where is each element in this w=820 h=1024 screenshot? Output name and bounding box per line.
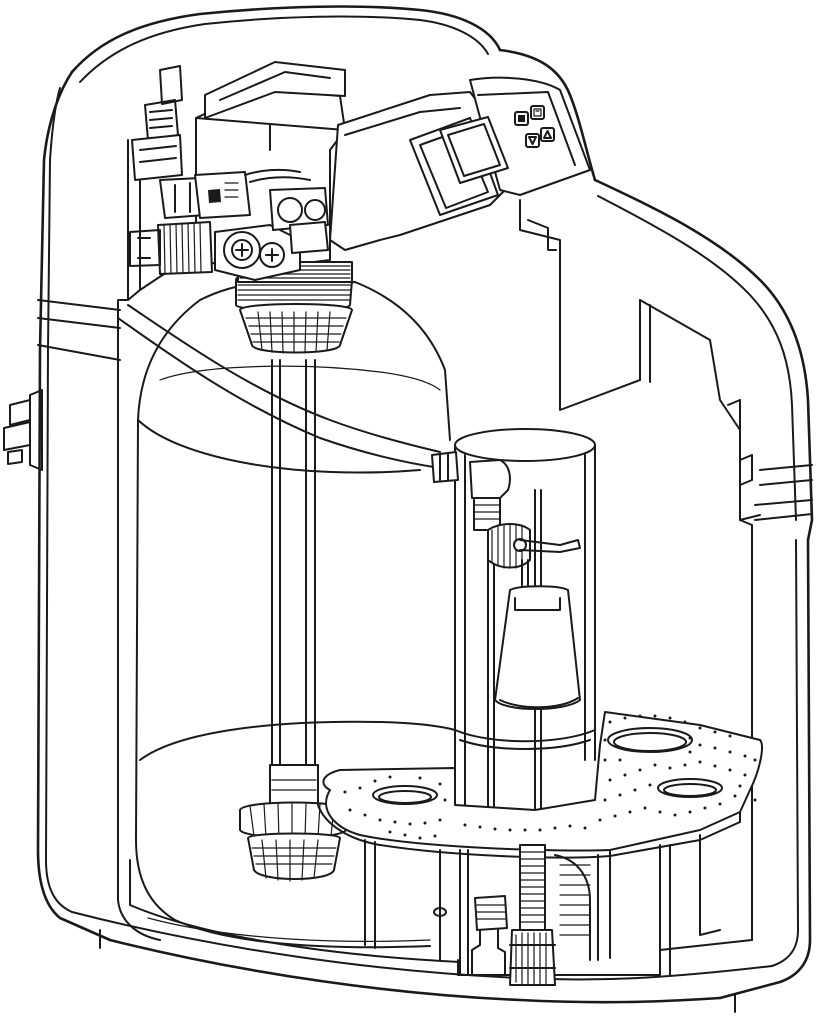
cabinet-shell (3, 5, 814, 1013)
control-valve (129, 61, 353, 283)
up-arrow-icon[interactable] (540, 127, 555, 142)
brine-well (431, 428, 596, 811)
down-arrow-icon[interactable] (525, 133, 540, 148)
display-screen (439, 116, 509, 184)
resin-tank (135, 281, 456, 949)
settings-icon[interactable] (530, 105, 545, 120)
brine-grid-plate (317, 711, 763, 859)
grid-plate-holes (343, 714, 757, 840)
riser-tube (117, 304, 441, 771)
grid-support (364, 834, 721, 986)
control-panel (439, 105, 555, 184)
